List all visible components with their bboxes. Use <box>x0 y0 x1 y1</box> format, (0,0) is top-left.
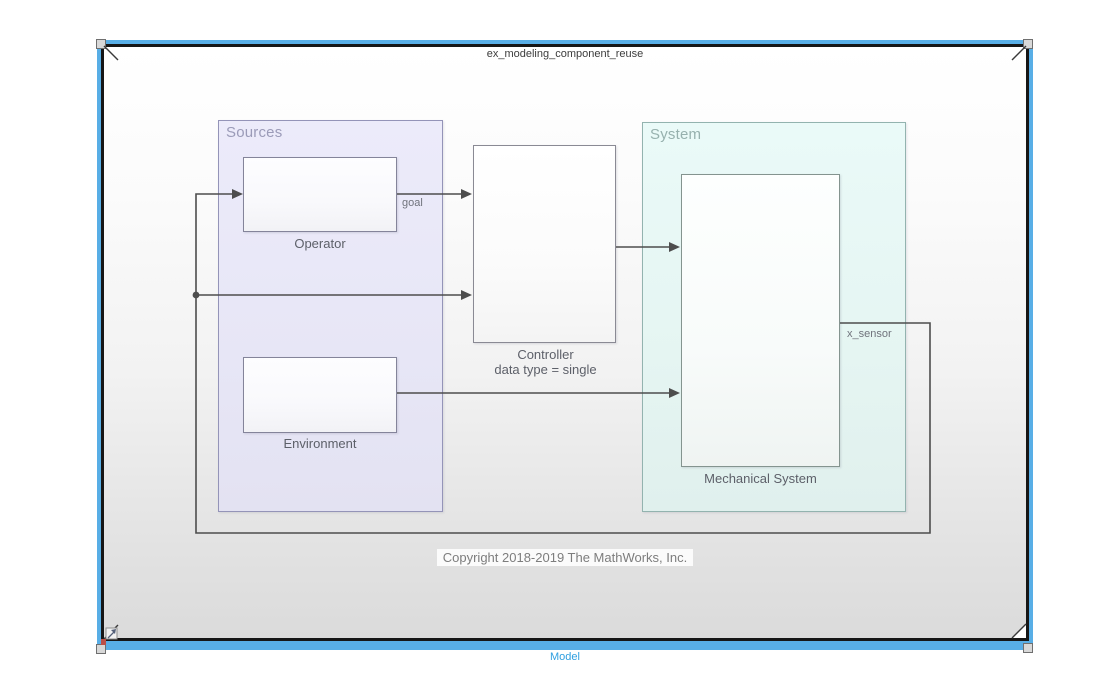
controller-block-label: Controller data type = single <box>458 347 633 377</box>
controller-block-name: Controller <box>517 347 574 362</box>
operator-block-label: Operator <box>294 236 346 251</box>
selection-handle-top-right[interactable] <box>1023 39 1033 49</box>
controller-block[interactable] <box>473 145 616 343</box>
environment-block[interactable] <box>243 357 397 433</box>
x-sensor-signal-label[interactable]: x_sensor <box>847 328 892 340</box>
sources-area-label: Sources <box>226 124 283 141</box>
model-title: ex_modeling_component_reuse <box>486 48 644 60</box>
system-area-label: System <box>650 126 702 143</box>
controller-datatype-annotation: data type = single <box>494 361 597 377</box>
mechanical-system-block[interactable] <box>681 174 840 467</box>
selection-handle-bottom-right[interactable] <box>1023 643 1033 653</box>
tab-model[interactable]: Model <box>550 651 580 663</box>
copyright-annotation[interactable]: Copyright 2018-2019 The MathWorks, Inc. <box>436 549 694 566</box>
selection-handle-bottom-left[interactable] <box>96 644 106 654</box>
goal-signal-label[interactable]: goal <box>402 197 423 209</box>
selection-handle-top-left[interactable] <box>96 39 106 49</box>
operator-block[interactable] <box>243 157 397 232</box>
mechanical-system-block-label: Mechanical System <box>704 471 817 486</box>
environment-block-label: Environment <box>283 436 357 451</box>
copyright-annotation-wrap: Copyright 2018-2019 The MathWorks, Inc. <box>335 549 795 567</box>
